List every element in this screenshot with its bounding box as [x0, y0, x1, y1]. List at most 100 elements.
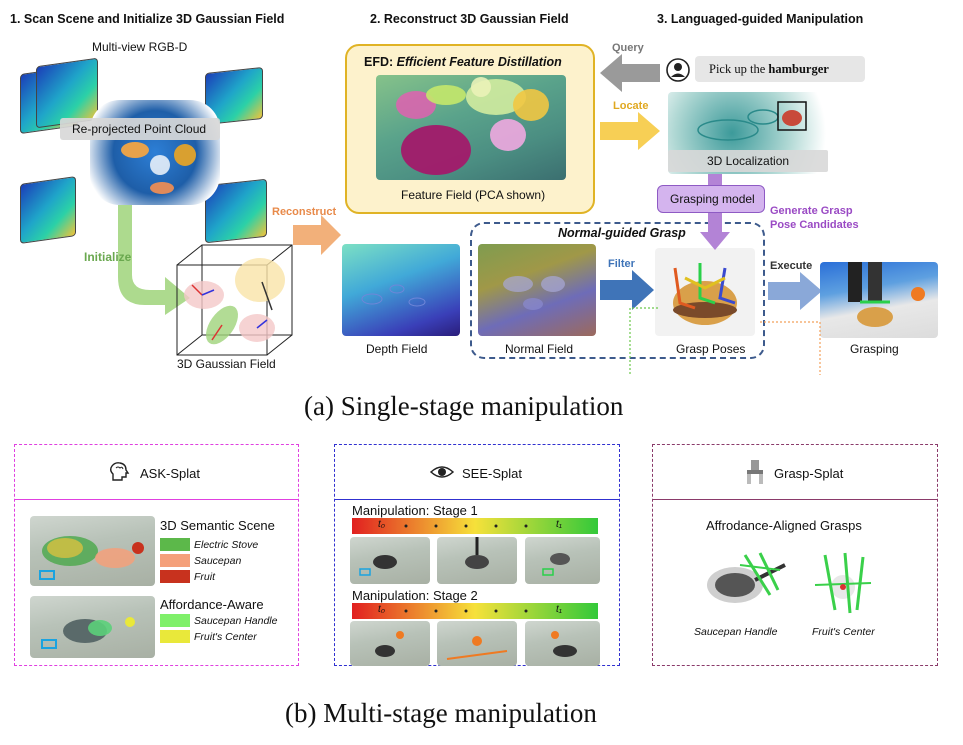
locate-label: Locate: [613, 100, 649, 112]
ask-affordance-heading: Affordance-Aware: [160, 597, 264, 612]
see-stage2-frame-2: [437, 621, 517, 666]
normal-guided-box: [470, 222, 765, 359]
ask-semantic-heading: 3D Semantic Scene: [160, 518, 275, 533]
ask-semantic-swatch-3: [160, 570, 190, 583]
grasping-image: [820, 262, 938, 338]
grasp-poses-label: Grasp Poses: [676, 342, 746, 356]
execute-label: Execute: [770, 260, 813, 272]
localization-graphic: [697, 101, 807, 141]
grasping-label: Grasping: [850, 342, 899, 356]
see-stage2-t1: t₁: [556, 604, 562, 615]
efd-prefix: EFD:: [364, 55, 397, 69]
initialize-arrow: [118, 205, 190, 315]
ask-affordance-swatch-1: [160, 614, 190, 627]
reconstruct-arrow: [293, 215, 341, 255]
efd-title: EFD: Efficient Feature Distillation: [364, 55, 562, 69]
grasp-splat-item-1: Saucepan Handle: [694, 626, 778, 638]
generate-label-line2: Pose Candidates: [770, 219, 859, 231]
normal-objects: [503, 276, 565, 310]
initialize-label: Initialize: [84, 250, 132, 264]
ask-scene-2-graphic: [41, 617, 135, 649]
normal-field-label: Normal Field: [505, 342, 574, 356]
see-stage2-bar: [352, 603, 598, 619]
grasp-splat-heading: Affrodance-Aligned Grasps: [706, 518, 862, 533]
grasping-graphic: [848, 262, 925, 327]
localization-to-grasp-arrow: [700, 174, 730, 250]
localization-label: 3D Localization: [707, 154, 790, 168]
ask-scene-image-2: [30, 596, 155, 658]
query-label: Query: [612, 42, 644, 54]
query-arrow: [600, 54, 660, 92]
see-stage1-label: Manipulation: Stage 1: [352, 503, 478, 518]
normal-guided-label: Normal-guided Grasp: [558, 226, 686, 240]
ask-semantic-item-1: Electric Stove: [194, 539, 259, 551]
grasp-poses-graphic: [673, 263, 737, 325]
ask-splat-title: ASK-Splat: [140, 466, 200, 481]
generate-label-line1: Generate Grasp: [770, 205, 853, 217]
ask-scene-image-1: [30, 516, 155, 586]
grasping-model-label: Grasping model: [670, 192, 755, 206]
see-stage1-t1: t₁: [556, 519, 562, 530]
query-text: Pick up the hamburger: [709, 62, 829, 77]
multiview-label: Multi-view RGB-D: [92, 40, 188, 54]
see-stage1-bar: [352, 518, 598, 534]
reconstruct-label: Reconstruct: [272, 206, 337, 218]
see-stage2-frame-1: [350, 621, 430, 666]
robot-gripper-icon: [747, 460, 763, 484]
point-cloud-objects: [121, 142, 196, 194]
saucepan-grasp-graphic: [707, 552, 786, 603]
ask-semantic-item-2: Saucepan: [194, 555, 242, 567]
reprojected-label: Re-projected Point Cloud: [72, 122, 207, 136]
ask-semantic-swatch-2: [160, 554, 190, 567]
feature-field-label: Feature Field (PCA shown): [401, 188, 546, 202]
query-object: hamburger: [768, 62, 829, 76]
grasp-splat-title: Grasp-Splat: [774, 466, 844, 481]
stage1-title: 1. Scan Scene and Initialize 3D Gaussian…: [10, 12, 285, 26]
see-stage1-t0: t₀: [378, 519, 385, 530]
gaussian-field-label: 3D Gaussian Field: [177, 357, 276, 371]
filter-arrow: [600, 270, 654, 310]
generate-label: Generate Grasp Pose Candidates: [770, 204, 859, 232]
user-icon: [666, 58, 690, 82]
execute-arrow: [768, 272, 822, 310]
see-splat-header-divider: [334, 499, 620, 500]
grasp-poses-image: [655, 248, 755, 336]
ask-splat-panel: [14, 444, 299, 666]
depth-objects: [361, 284, 426, 307]
fruit-grasp-graphic: [814, 552, 872, 614]
ask-affordance-item-1: Saucepan Handle: [194, 615, 278, 627]
filter-label: Filter: [608, 258, 635, 270]
ask-scene-1-graphic: [39, 536, 144, 580]
see-stage1-frame-1: [350, 537, 430, 584]
stage2-title: 2. Reconstruct 3D Gaussian Field: [370, 12, 569, 26]
see-stage2-label: Manipulation: Stage 2: [352, 588, 478, 603]
ask-affordance-swatch-2: [160, 630, 190, 643]
feature-field-blobs: [396, 77, 549, 175]
ask-affordance-item-2: Fruit's Center: [194, 631, 257, 643]
brain-icon: [110, 462, 130, 481]
gaussian-cube: [176, 244, 293, 356]
see-stage1-dots: [404, 524, 528, 528]
grasp-splat-header-divider: [652, 499, 938, 500]
grasping-model-box: [657, 185, 765, 213]
grasp-splat-panel: [652, 444, 938, 666]
grasp-splat-item-2: Fruit's Center: [812, 626, 875, 638]
ask-semantic-swatch-1: [160, 538, 190, 551]
ask-semantic-item-3: Fruit: [194, 571, 215, 583]
rgbd-frame-4: [20, 176, 76, 244]
depth-field-label: Depth Field: [366, 342, 428, 356]
see-stage2-frame-3: [525, 621, 600, 666]
see-stage1-frame-2: [437, 537, 517, 584]
see-splat-title: SEE-Splat: [462, 466, 522, 481]
feature-field-image: [376, 75, 566, 180]
reprojected-label-box: [60, 118, 220, 140]
stage3-title: 3. Languaged-guided Manipulation: [657, 12, 864, 26]
depth-field-image: [342, 244, 460, 336]
efd-title-text: Efficient Feature Distillation: [396, 55, 562, 69]
locate-arrow: [600, 112, 660, 150]
eye-icon: [430, 466, 454, 478]
ask-splat-header-divider: [14, 499, 299, 500]
query-bubble: [695, 56, 865, 82]
normal-field-image: [478, 244, 596, 336]
caption-a: (a) Single-stage manipulation: [304, 391, 624, 421]
